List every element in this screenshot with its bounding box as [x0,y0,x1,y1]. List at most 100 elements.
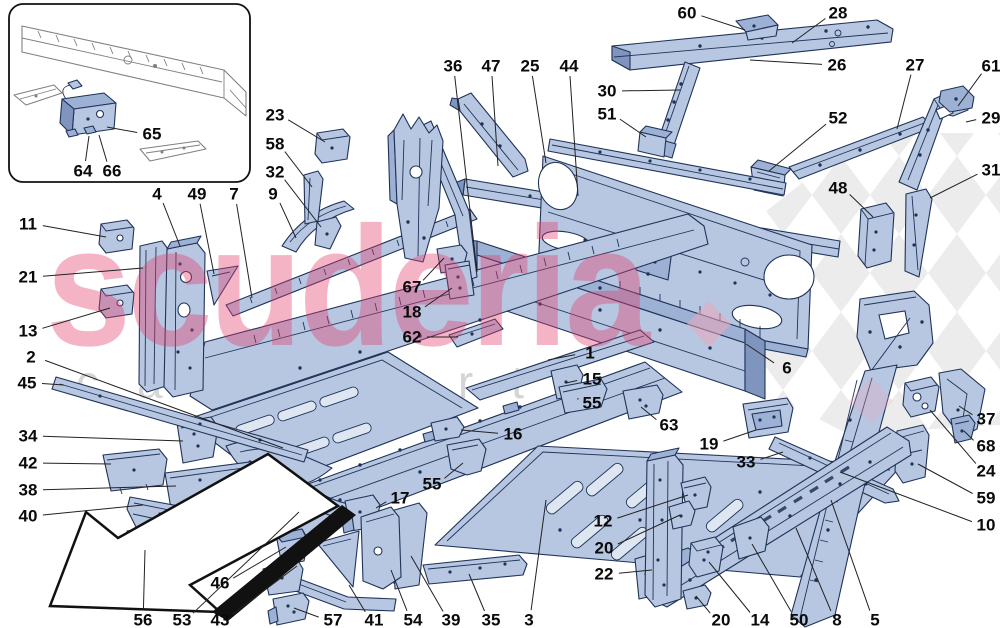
part-number-label: 63 [659,415,679,435]
leader-line [695,595,711,614]
leader-line [795,527,832,612]
leader-line [849,194,874,218]
part-number-label: 46 [210,573,230,593]
leader-line [41,383,65,386]
part-number-label: 67 [402,277,422,297]
leader-line [44,359,284,449]
leader-line [618,569,653,574]
leader-line [791,18,826,44]
part-number-label: 64 [73,161,93,181]
part-number-label: 58 [265,134,285,154]
leader-line [375,501,387,509]
pink-diamond [849,378,893,424]
part-number-label: 57 [323,610,343,628]
leader-line [42,435,184,442]
part-number-label: 59 [976,488,996,508]
leader-line [701,15,746,31]
leader-line [468,573,485,612]
top-beams [611,14,975,278]
leader-line [957,73,982,107]
inset-detail-box [8,3,251,183]
part-number-label: 25 [520,56,540,76]
leader-line [619,118,647,138]
part-number-label: 26 [827,55,847,75]
part-number-label: 50 [789,610,809,628]
part-number-label: 32 [265,162,285,182]
part-number-label: 2 [26,347,36,367]
pink-diamond [687,301,731,347]
leader-line [85,135,90,162]
part-number-label: 66 [102,161,122,181]
part-number-label: 33 [736,452,756,472]
part-number-label: 13 [18,321,38,341]
part-number-label: 27 [905,55,925,75]
part-number-label: 53 [172,610,192,628]
leader-line [98,134,108,162]
leader-line [621,89,681,92]
leader-line [929,409,977,464]
part-number-label: 48 [828,178,848,198]
bracket-60 [735,14,779,41]
part-number-label: 23 [265,105,285,125]
part-number-label: 49 [187,184,207,204]
part-number-label: 19 [699,434,719,454]
leader-line [287,119,326,143]
leader-line [284,179,322,228]
part-number-label: 4 [152,184,162,204]
part-number-label: 16 [503,424,523,444]
part-number-label: 52 [828,108,848,128]
part-number-label: 1 [585,343,595,363]
part-number-label: 37 [976,409,996,429]
part-number-label: 55 [422,474,442,494]
leader-line [410,555,444,612]
part-number-label: 30 [597,81,617,101]
part-number-label: 34 [18,426,38,446]
part-number-label: 39 [441,610,461,628]
leader-line [42,485,177,491]
leader-line [617,494,689,519]
leader-line [640,406,657,420]
leader-line [42,307,111,329]
part-number-label: 47 [481,56,501,76]
leader-line [723,429,757,442]
part-number-label: 21 [18,267,38,287]
part-number-label: 42 [18,453,38,473]
part-number-label: 5 [870,610,880,628]
leader-line [929,173,978,199]
part-number-label: 41 [364,610,384,628]
amplifier-bracket-part [59,79,117,138]
leader-line [42,225,107,238]
part-number-label: 6 [782,358,792,378]
leader-line [390,569,408,611]
part-number-label: 60 [677,3,697,23]
part-number-label: 24 [976,461,996,481]
leader-line [530,499,547,611]
leader-line [232,546,287,579]
part-number-label: 11 [19,214,37,234]
leader-line [460,429,499,434]
leader-line [760,451,784,460]
leader-line [162,202,181,247]
part-number-label: 38 [18,480,38,500]
leader-line [42,504,144,516]
leader-line [896,74,912,130]
leader-line [830,499,871,611]
leader-line [749,59,823,65]
part-number-label: 12 [593,511,613,531]
part-number-label: 55 [582,393,602,413]
part-number-label: 20 [594,538,614,558]
leader-line [142,549,146,611]
part-number-label: 29 [981,108,1000,128]
direction-arrow [48,452,356,621]
leader-line [839,471,973,523]
part-number-label: 36 [443,56,463,76]
leader-line [424,287,453,308]
leader-line [192,511,300,614]
part-number-label: 51 [597,104,617,124]
leader-line [199,203,215,275]
part-number-label: 8 [832,610,842,628]
leader-line [232,565,298,615]
b-pillar-column [634,447,712,608]
part-number-label: 18 [402,302,422,322]
